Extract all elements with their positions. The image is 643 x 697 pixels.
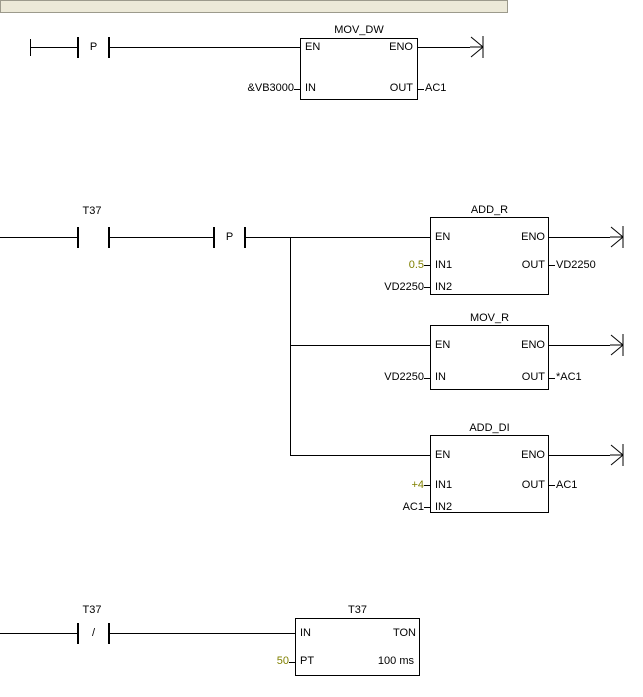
contact-bar bbox=[108, 623, 110, 644]
branch-wire bbox=[290, 455, 430, 456]
pin-out: OUT bbox=[389, 82, 413, 94]
pin-in: IN bbox=[300, 627, 311, 639]
pin-eno: ENO bbox=[521, 449, 545, 461]
wire bbox=[110, 633, 295, 634]
contact-bar bbox=[77, 37, 79, 58]
contact-symbol: / bbox=[91, 627, 96, 639]
pin-tick bbox=[424, 378, 430, 379]
operand-add-r-in1[interactable]: 0.5 bbox=[408, 259, 424, 271]
branch-wire bbox=[290, 345, 430, 346]
pin-in: IN bbox=[435, 371, 446, 383]
block-add-r[interactable] bbox=[430, 217, 549, 295]
wire bbox=[0, 633, 77, 634]
pin-eno: ENO bbox=[389, 41, 413, 53]
timer-time-base: 100 ms bbox=[377, 655, 414, 667]
pin-in: IN bbox=[305, 82, 316, 94]
wire bbox=[110, 237, 213, 238]
contact-operand-label-t37[interactable]: T37 bbox=[82, 205, 102, 217]
wire bbox=[549, 455, 610, 456]
pin-en: EN bbox=[435, 449, 451, 461]
rung-continue-arrow-icon bbox=[610, 333, 628, 357]
operand-add-di-in2[interactable]: AC1 bbox=[402, 501, 424, 513]
network-3-header-bar[interactable] bbox=[0, 0, 508, 13]
rung-continue-arrow-icon bbox=[610, 225, 628, 249]
operand-mov-dw-out[interactable]: AC1 bbox=[425, 82, 447, 94]
contact-operand-label-t37[interactable]: T37 bbox=[82, 604, 102, 616]
pin-pt: PT bbox=[300, 655, 315, 667]
block-mov-r[interactable] bbox=[430, 325, 549, 390]
contact-no-t37[interactable] bbox=[77, 227, 110, 248]
pin-in1: IN1 bbox=[435, 259, 453, 271]
pin-tick bbox=[424, 265, 430, 266]
contact-bar bbox=[108, 37, 110, 58]
rung-continue-arrow-icon bbox=[470, 35, 488, 59]
pin-en: EN bbox=[305, 41, 321, 53]
operand-add-r-out[interactable]: VD2250 bbox=[556, 259, 596, 271]
pin-out: OUT bbox=[521, 259, 545, 271]
contact-bar bbox=[77, 227, 79, 248]
contact-bar bbox=[108, 227, 110, 248]
rung-continue-arrow-icon bbox=[610, 443, 628, 467]
pin-ton: TON bbox=[392, 627, 416, 639]
operand-timer-pt[interactable]: 50 bbox=[276, 655, 289, 667]
contact-bar bbox=[77, 623, 79, 644]
branch-wire bbox=[290, 237, 291, 456]
pin-eno: ENO bbox=[521, 339, 545, 351]
pin-tick bbox=[418, 89, 424, 90]
contact-positive-edge-net1[interactable]: P bbox=[77, 37, 110, 58]
block-title-add-di: ADD_DI bbox=[469, 422, 510, 434]
pin-in2: IN2 bbox=[435, 281, 453, 293]
wire bbox=[246, 237, 430, 238]
wire bbox=[549, 237, 610, 238]
pin-in1: IN1 bbox=[435, 479, 453, 491]
block-title-mov-dw: MOV_DW bbox=[334, 24, 384, 36]
wire bbox=[0, 237, 77, 238]
pin-eno: ENO bbox=[521, 231, 545, 243]
pin-out: OUT bbox=[521, 479, 545, 491]
operand-mov-r-out[interactable]: *AC1 bbox=[556, 371, 582, 383]
block-title-add-r: ADD_R bbox=[470, 204, 509, 216]
operand-mov-dw-in[interactable]: &VB3000 bbox=[247, 82, 294, 94]
pin-en: EN bbox=[435, 231, 451, 243]
pin-tick bbox=[424, 287, 430, 288]
pin-tick bbox=[424, 507, 430, 508]
operand-add-r-in2[interactable]: VD2250 bbox=[384, 281, 424, 293]
wire bbox=[549, 345, 610, 346]
contact-bar bbox=[213, 227, 215, 248]
wire bbox=[30, 47, 78, 48]
contact-symbol: P bbox=[225, 231, 234, 243]
block-add-di[interactable] bbox=[430, 435, 549, 513]
block-ton-timer[interactable] bbox=[295, 618, 420, 676]
wire bbox=[110, 47, 300, 48]
block-mov-dw[interactable] bbox=[300, 38, 418, 100]
operand-mov-r-in[interactable]: VD2250 bbox=[384, 371, 424, 383]
pin-in2: IN2 bbox=[435, 501, 453, 513]
contact-symbol: P bbox=[89, 41, 98, 53]
pin-out: OUT bbox=[521, 371, 545, 383]
pin-tick bbox=[549, 485, 555, 486]
block-title-mov-r: MOV_R bbox=[469, 312, 510, 324]
wire bbox=[418, 47, 470, 48]
pin-tick bbox=[549, 378, 555, 379]
contact-bar bbox=[244, 227, 246, 248]
operand-add-di-in1[interactable]: +4 bbox=[411, 479, 424, 491]
pin-tick bbox=[549, 265, 555, 266]
pin-en: EN bbox=[435, 339, 451, 351]
contact-positive-edge-net2[interactable]: P bbox=[213, 227, 246, 248]
operand-add-di-out[interactable]: AC1 bbox=[556, 479, 578, 491]
pin-tick bbox=[424, 485, 430, 486]
pin-tick bbox=[294, 89, 300, 90]
pin-tick bbox=[289, 662, 295, 663]
block-title-timer-t37: T37 bbox=[348, 604, 367, 616]
contact-nc-t37[interactable]: / bbox=[77, 623, 110, 644]
